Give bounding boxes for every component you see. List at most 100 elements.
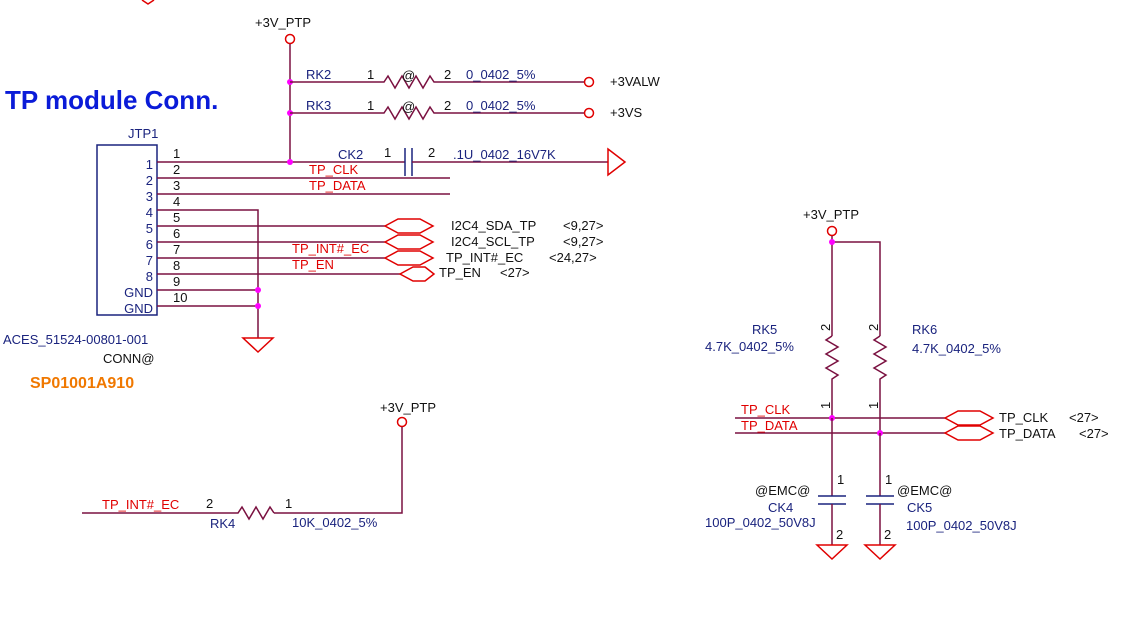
offpage-name: TP_DATA	[999, 426, 1056, 441]
resistor-pin1: 1	[285, 496, 292, 511]
capacitor-pin2: 2	[836, 527, 843, 542]
power-label-3v-ptp-right: +3V_PTP	[803, 207, 859, 222]
connector-inner-pin: GND	[124, 285, 153, 300]
connector-inner-pin: 1	[146, 157, 153, 172]
connector-outer-pin: 9	[173, 274, 180, 289]
resistor-rk3[interactable]: RK3 1 @ 2 0_0402_5%	[290, 98, 584, 121]
capacitor-ck4[interactable]: 1 2 @EMC@ CK4 100P_0402_50V8J	[705, 472, 846, 545]
connector-outer-pin: 6	[173, 226, 180, 241]
net-label-tp-int-ec: TP_INT#_EC	[292, 241, 369, 256]
offpage-tp-data[interactable]: TP_DATA <27>	[943, 425, 1109, 441]
ground-symbol	[815, 544, 849, 561]
resistor-value: 10K_0402_5%	[292, 515, 378, 530]
power-label-3vs: +3VS	[610, 105, 642, 120]
connector-inner-pin: 7	[146, 253, 153, 268]
resistor-pin1: 1	[367, 67, 374, 82]
net-label-tp-int-ec-rk4: TP_INT#_EC	[102, 497, 179, 512]
ground-symbol	[863, 544, 897, 561]
connector-outer-pin: 5	[173, 210, 180, 225]
capacitor-ck5[interactable]: 1 2 @EMC@ CK5 100P_0402_50V8J	[866, 472, 1017, 545]
connector-outer-pin: 3	[173, 178, 180, 193]
capacitor-value: 100P_0402_50V8J	[906, 518, 1017, 533]
connector-outer-pin: 7	[173, 242, 180, 257]
power-terminal	[583, 76, 595, 88]
capacitor-value: .1U_0402_16V7K	[453, 147, 556, 162]
resistor-ref: RK5	[752, 322, 777, 337]
offpage-i2c4-scl[interactable]: I2C4_SCL_TP <9,27>	[383, 234, 604, 250]
resistor-rk6[interactable]: RK6 4.7K_0402_5% 2 1	[866, 322, 1001, 433]
connector-outer-pin: 2	[173, 162, 180, 177]
connector-outer-pin: 8	[173, 258, 180, 273]
resistor-value: 0_0402_5%	[466, 67, 536, 82]
resistor-option: @	[402, 99, 415, 114]
resistor-rk4[interactable]: RK4 2 1 10K_0402_5%	[82, 496, 378, 531]
resistor-ref: RK4	[210, 516, 235, 531]
connector-inner-pin: 6	[146, 237, 153, 252]
connector-inner-pin: 4	[146, 205, 153, 220]
net-label-tp-data-right: TP_DATA	[741, 418, 798, 433]
power-label-3v-ptp-bottom: +3V_PTP	[380, 400, 436, 415]
resistor-value: 4.7K_0402_5%	[705, 339, 794, 354]
offpage-ref: <24,27>	[549, 250, 597, 265]
offpage-tp-clk[interactable]: TP_CLK <27>	[943, 410, 1099, 426]
offpage-tp-int-ec[interactable]: TP_INT#_EC <24,27>	[383, 250, 597, 266]
offpage-name: TP_EN	[439, 265, 481, 280]
offpage-ref: <27>	[1079, 426, 1109, 441]
capacitor-pin1: 1	[885, 472, 892, 487]
offpage-tp-en[interactable]: TP_EN <27>	[398, 265, 530, 282]
resistor-value: 0_0402_5%	[466, 98, 536, 113]
resistor-ref: RK6	[912, 322, 937, 337]
capacitor-ref: CK2	[338, 147, 363, 162]
connector-outer-pin: 10	[173, 290, 187, 305]
offpage-name: I2C4_SDA_TP	[451, 218, 536, 233]
net-label-tp-data: TP_DATA	[309, 178, 366, 193]
offsheet-mark	[141, 0, 155, 5]
net-label-tp-clk: TP_CLK	[309, 162, 358, 177]
resistor-pin2: 2	[866, 324, 881, 331]
offpage-name: TP_CLK	[999, 410, 1048, 425]
connector-outer-pin: 1	[173, 146, 180, 161]
capacitor-option: @EMC@	[897, 483, 952, 498]
resistor-option: @	[402, 68, 415, 83]
offpage-i2c4-sda[interactable]: I2C4_SDA_TP <9,27>	[383, 218, 604, 234]
ground-symbol	[607, 147, 627, 177]
resistor-rk2[interactable]: RK2 1 @ 2 0_0402_5%	[290, 67, 584, 90]
connector-inner-pin: 2	[146, 173, 153, 188]
resistor-pin1: 1	[818, 402, 833, 409]
capacitor-pin2: 2	[428, 145, 435, 160]
section-title: TP module Conn.	[5, 85, 218, 115]
power-label-3valw: +3VALW	[610, 74, 660, 89]
offpage-name: I2C4_SCL_TP	[451, 234, 535, 249]
capacitor-ref: CK5	[907, 500, 932, 515]
power-label-3v-ptp: +3V_PTP	[255, 15, 311, 30]
capacitor-ck2[interactable]: CK2 1 2 .1U_0402_16V7K	[338, 145, 608, 176]
capacitor-value: 100P_0402_50V8J	[705, 515, 816, 530]
power-terminal	[826, 225, 838, 237]
net-label-tp-en: TP_EN	[292, 257, 334, 272]
capacitor-pin2: 2	[884, 527, 891, 542]
connector-inner-pin: GND	[124, 301, 153, 316]
resistor-pin2: 2	[206, 496, 213, 511]
connector-ref: JTP1	[128, 126, 158, 141]
offpage-name: TP_INT#_EC	[446, 250, 523, 265]
power-terminal	[284, 33, 296, 45]
capacitor-option: @EMC@	[755, 483, 810, 498]
connector-part-number: ACES_51524-00801-001	[3, 332, 148, 347]
resistor-ref: RK2	[306, 67, 331, 82]
connector-inner-pin: 3	[146, 189, 153, 204]
connector-sp-number: SP01001A910	[30, 375, 134, 392]
connector-jtp1[interactable]: JTP1 1 2 3 4 5 6 7 8 GND GND 1 2 3 4 5 6…	[96, 126, 187, 316]
power-terminal	[396, 416, 408, 428]
connector-outer-pin: 4	[173, 194, 180, 209]
resistor-pin2: 2	[818, 324, 833, 331]
resistor-rk5[interactable]: RK5 4.7K_0402_5% 2 1	[705, 322, 840, 418]
offpage-ref: <9,27>	[563, 234, 604, 249]
connector-option: CONN@	[103, 351, 154, 366]
resistor-ref: RK3	[306, 98, 331, 113]
offpage-ref: <9,27>	[563, 218, 604, 233]
ground-symbol	[241, 337, 275, 354]
resistor-pin2: 2	[444, 67, 451, 82]
power-terminal	[583, 107, 595, 119]
resistor-pin2: 2	[444, 98, 451, 113]
capacitor-pin1: 1	[384, 145, 391, 160]
